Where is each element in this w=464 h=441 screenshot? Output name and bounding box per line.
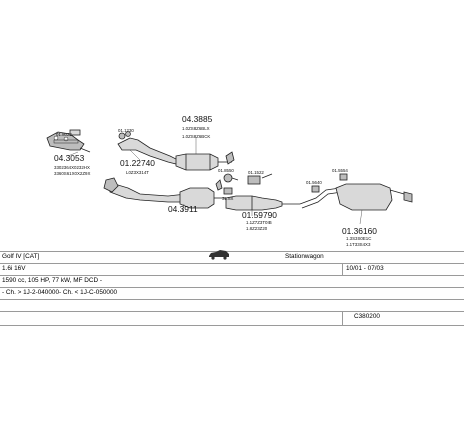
row-divider-4 (0, 287, 464, 288)
part-ref-0159790-1: 1.1Z7Z3T0IB (246, 220, 272, 225)
car-body-icon (209, 250, 229, 260)
part-code-043053: 04.3053 (54, 153, 85, 163)
catalytic-converter-part[interactable] (175, 153, 232, 171)
part-ref-0159790-2: 1.8Z23Z20 (246, 226, 268, 231)
rear-silencer-part[interactable] (335, 183, 413, 211)
part-ref-0136160-1: 1.3S3S0E1C (346, 236, 371, 241)
part-code-0159790: 01.59790 (242, 210, 277, 220)
engine-details: 1590 cc, 105 HP, 77 kW, MF DCD - (2, 277, 103, 284)
exhaust-diagram: 04.3053 3302364X0232HX 3360S61X0X2Z9X 01… (46, 114, 413, 247)
row-divider-2 (0, 263, 464, 264)
part-ref-043885-2: 1.0ZS8Z6BCK (182, 134, 210, 139)
row-divider-7 (0, 325, 464, 326)
gasket-group[interactable] (53, 129, 81, 144)
engine-spec: 1.6i 16V (2, 265, 26, 272)
reference-code: C380200 (354, 313, 380, 320)
rear-fitting-part[interactable] (311, 173, 348, 193)
part-ref-043053-2: 3360S61X0X2Z9X (54, 171, 90, 176)
small-label-s5: 01.5640 (306, 180, 322, 185)
part-code-0122740: 01.22740 (120, 158, 155, 168)
hanger-part[interactable] (223, 173, 239, 183)
part-ref-0136160-2: 1.1T33S4X3 (346, 242, 371, 247)
body-type: Stationwagon (285, 253, 324, 260)
small-label-s4: 01.1522 (248, 170, 264, 175)
row-divider-3 (0, 275, 464, 276)
part-ref-043053-1: 3302364X0232HX (54, 165, 90, 170)
row-divider-6 (0, 311, 464, 312)
part-code-043885: 04.3885 (182, 114, 213, 124)
second-catalyst-part[interactable] (179, 187, 226, 209)
col-divider-ref (342, 311, 343, 325)
part-code-043911: 04.3911 (168, 204, 198, 214)
part-ref-043885-1: 1.0ZS8Z6BLX (182, 126, 210, 131)
production-period: 10/01 - 07/03 (346, 265, 384, 272)
small-label-s3: 01.8550 (218, 168, 234, 173)
row-divider-1 (0, 251, 464, 252)
small-label-s1: 01.8022 (56, 132, 72, 137)
row-divider-5 (0, 299, 464, 300)
part-code-0136160: 01.36160 (342, 226, 377, 236)
rear-pipe-part[interactable] (299, 187, 343, 209)
small-label-s7: 3L.8X (222, 196, 234, 201)
model-name: Golf IV [CAT] (2, 253, 40, 260)
col-divider-period (342, 263, 343, 275)
bracket-part[interactable] (223, 187, 233, 195)
clamp-part[interactable] (247, 173, 273, 185)
middle-silencer-part[interactable] (225, 195, 300, 211)
cat-gasket-part[interactable] (215, 151, 235, 191)
part-ref-0122740: L0Z3X314T (126, 170, 149, 175)
chassis-range: - Ch. > 1J-2-040000- Ch. < 1J-C-050000 (2, 289, 118, 296)
small-label-s6: 01.5554 (332, 168, 348, 173)
small-label-s2: 01.1230 (118, 128, 134, 133)
